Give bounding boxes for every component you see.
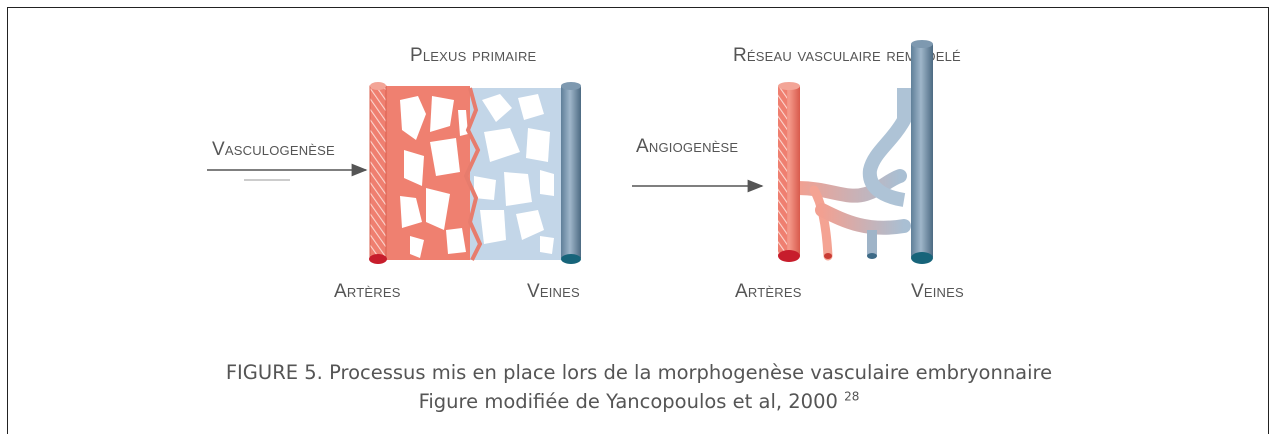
caption-line-2: Figure modifiée de Yancopoulos et al, 20… (0, 390, 1278, 413)
left-veins-label: Veines (527, 281, 580, 302)
caption-source: Figure modifiée de Yancopoulos et al, 20… (418, 390, 838, 413)
left-arteries-label: Artères (334, 281, 401, 302)
artery-vessel-right (778, 82, 800, 262)
figure-frame (7, 7, 1269, 434)
vein-vessel-left (561, 82, 581, 264)
left-title: Plexus primaire (410, 45, 537, 66)
remodeled-branches (791, 88, 911, 261)
caption-title: FIGURE 5. Processus mis en place lors de… (225, 361, 1053, 384)
caption-line-1: FIGURE 5. Processus mis en place lors de… (0, 361, 1278, 384)
artery-vessel-left (369, 82, 387, 264)
primary-plexus (384, 86, 566, 261)
right-arteries-label: Artères (735, 281, 802, 302)
vasculogenesis-label: Vasculogenèse (212, 139, 335, 160)
right-veins-label: Veines (911, 281, 964, 302)
angiogenesis-label: Angiogenèse (636, 136, 738, 157)
vasculogenesis-arrow (207, 163, 368, 181)
vein-vessel-right (911, 40, 933, 264)
right-title: Réseau vasculaire remodelé (733, 45, 961, 66)
caption-reference: 28 (844, 389, 860, 404)
